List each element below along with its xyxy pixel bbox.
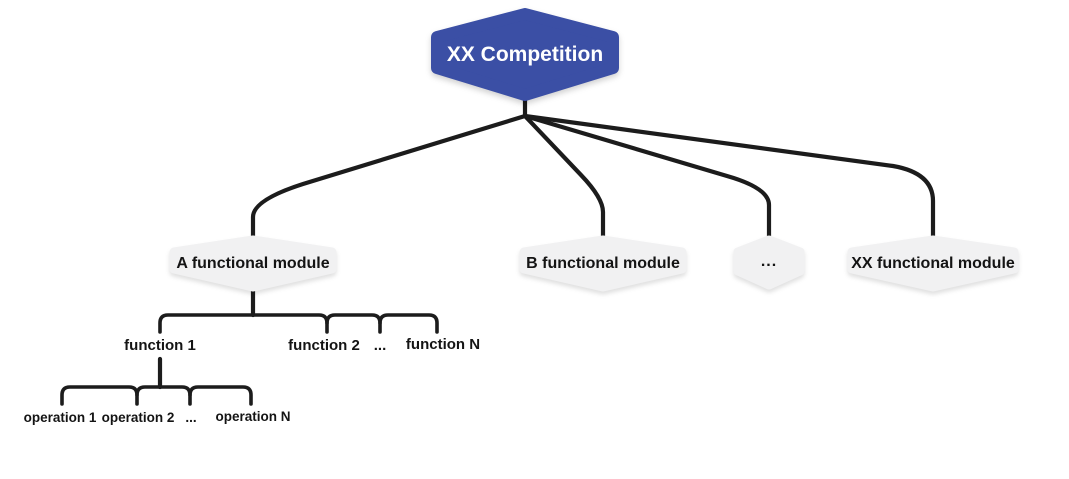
operations-bracket-segment-1 <box>60 385 139 406</box>
module-ellipsis-label: ... <box>761 253 777 270</box>
node-module-b: B functional module <box>519 235 687 292</box>
module-b-label: B functional module <box>526 255 680 272</box>
module-b-hexagon-shape <box>519 235 687 292</box>
module-a-label: A functional module <box>176 255 329 272</box>
root-connectors <box>250 92 936 247</box>
operation-row: operation 1 operation 2 ... operation N <box>24 409 291 425</box>
operation-ellipsis-label: ... <box>185 410 196 425</box>
functions-bracket-segment-1 <box>158 313 329 334</box>
node-module-xx: XX functional module <box>847 235 1019 292</box>
module-a-hexagon-shape <box>169 235 337 292</box>
root-hexagon-shape <box>431 8 619 101</box>
operations-bracket-segment-3 <box>188 385 253 406</box>
edge-root-to-module-xx <box>522 113 936 247</box>
function-2-label: function 2 <box>288 337 360 354</box>
root-label: XX Competition <box>447 43 603 66</box>
node-root: XX Competition <box>431 8 619 101</box>
module-xx-label: XX functional module <box>851 255 1015 272</box>
functions-bracket-segment-3 <box>378 313 439 334</box>
functions-bracket-segment-2 <box>325 313 382 334</box>
operations-connectors <box>60 356 253 406</box>
operation-n-label: operation N <box>215 409 290 424</box>
edge-root-to-module-a <box>250 113 528 247</box>
functions-connectors <box>158 285 439 334</box>
operations-bracket-segment-2 <box>135 385 192 406</box>
function-n-label: function N <box>406 336 480 353</box>
edge-root-to-module-dots <box>522 113 772 247</box>
node-module-a: A functional module <box>169 235 337 292</box>
operation-1-label: operation 1 <box>24 410 97 425</box>
function-1-label: function 1 <box>124 337 196 354</box>
module-ellipsis-hexagon-shape <box>733 235 805 290</box>
node-module-ellipsis: ... <box>733 235 805 290</box>
edge-root-to-module-b <box>522 113 606 247</box>
function-ellipsis-label: ... <box>374 337 387 354</box>
operation-2-label: operation 2 <box>102 410 175 425</box>
function-row: function 1 function 2 ... function N <box>124 336 480 354</box>
module-xx-hexagon-shape <box>847 235 1019 292</box>
